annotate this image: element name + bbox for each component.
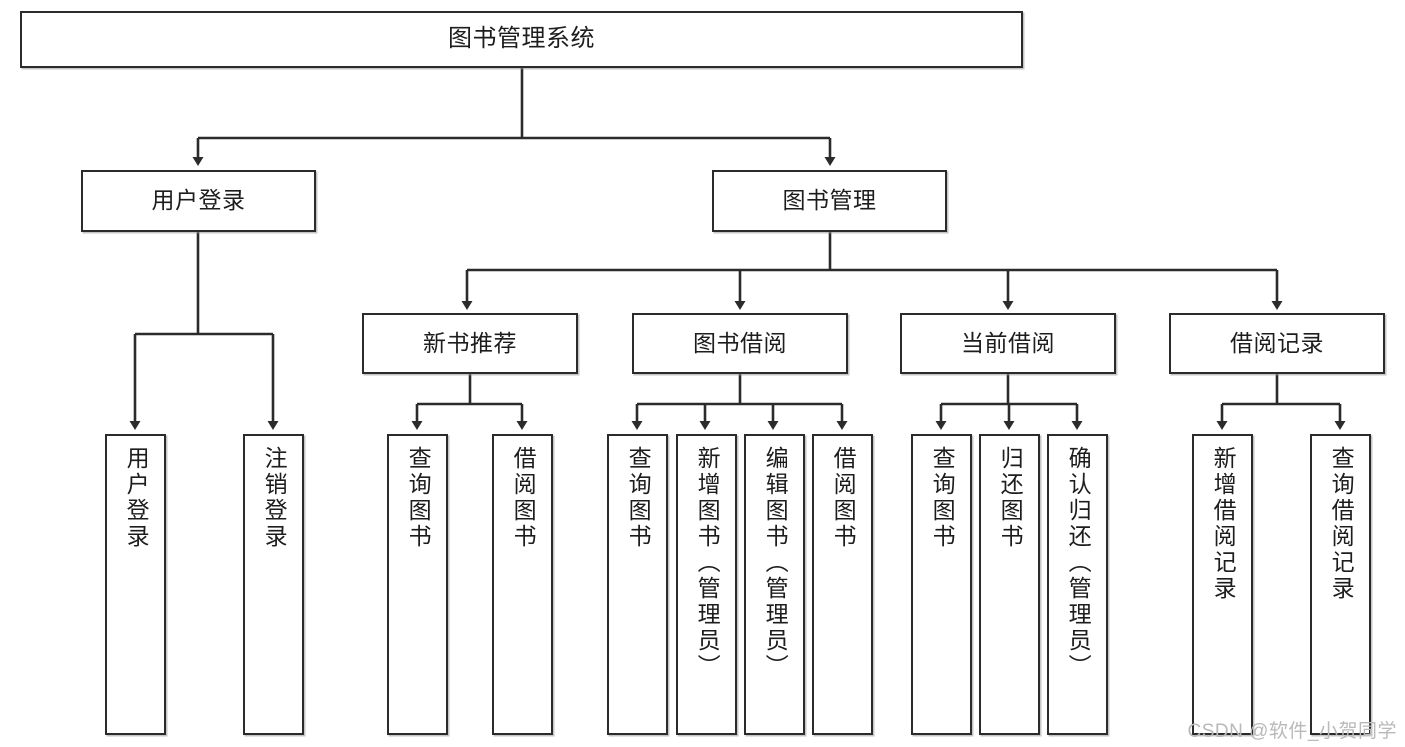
node-leaf-query-book-1-label: 查询图书 bbox=[405, 446, 432, 550]
node-leaf-user-login[interactable]: 用户登录 bbox=[105, 434, 166, 735]
node-root-label: 图书管理系统 bbox=[448, 25, 595, 53]
node-leaf-add-record-label: 新增借阅记录 bbox=[1210, 446, 1237, 602]
node-leaf-edit-book[interactable]: 编辑图书（管理员） bbox=[744, 434, 805, 735]
node-root[interactable]: 图书管理系统 bbox=[20, 11, 1023, 68]
node-leaf-query-book-2-label: 查询图书 bbox=[625, 446, 652, 550]
node-user-login[interactable]: 用户登录 bbox=[81, 170, 316, 232]
node-leaf-confirm-return-label: 确认归还（管理员） bbox=[1065, 446, 1092, 680]
node-leaf-logout-login-label: 注销登录 bbox=[261, 446, 288, 550]
node-borrow-record-label: 借阅记录 bbox=[1230, 329, 1324, 356]
node-leaf-borrow-book-1-label: 借阅图书 bbox=[510, 446, 537, 550]
node-leaf-edit-book-label: 编辑图书（管理员） bbox=[762, 446, 789, 680]
node-leaf-return-book-label: 归还图书 bbox=[997, 446, 1024, 550]
node-leaf-add-book[interactable]: 新增图书（管理员） bbox=[676, 434, 737, 735]
node-new-book-recommend-label: 新书推荐 bbox=[423, 329, 517, 356]
node-leaf-query-book-3-label: 查询图书 bbox=[929, 446, 956, 550]
node-leaf-borrow-book-2[interactable]: 借阅图书 bbox=[812, 434, 873, 735]
node-new-book-recommend[interactable]: 新书推荐 bbox=[362, 313, 578, 374]
node-leaf-borrow-book-1[interactable]: 借阅图书 bbox=[492, 434, 553, 735]
node-current-borrow-label: 当前借阅 bbox=[961, 329, 1055, 356]
node-leaf-add-book-label: 新增图书（管理员） bbox=[694, 446, 721, 680]
watermark: CSDN @软件_小贺同学 bbox=[1187, 721, 1397, 742]
node-leaf-confirm-return[interactable]: 确认归还（管理员） bbox=[1047, 434, 1108, 735]
node-book-borrow[interactable]: 图书借阅 bbox=[632, 313, 848, 374]
node-leaf-query-book-1[interactable]: 查询图书 bbox=[387, 434, 448, 735]
node-leaf-query-book-3[interactable]: 查询图书 bbox=[911, 434, 972, 735]
node-leaf-logout-login[interactable]: 注销登录 bbox=[243, 434, 304, 735]
node-book-borrow-label: 图书借阅 bbox=[693, 329, 787, 356]
node-leaf-query-record[interactable]: 查询借阅记录 bbox=[1310, 434, 1371, 735]
node-leaf-query-record-label: 查询借阅记录 bbox=[1328, 446, 1355, 602]
node-book-management-label: 图书管理 bbox=[782, 187, 877, 214]
node-leaf-add-record[interactable]: 新增借阅记录 bbox=[1192, 434, 1253, 735]
node-leaf-query-book-2[interactable]: 查询图书 bbox=[607, 434, 668, 735]
node-borrow-record[interactable]: 借阅记录 bbox=[1169, 313, 1385, 374]
node-leaf-return-book[interactable]: 归还图书 bbox=[979, 434, 1040, 735]
node-leaf-user-login-label: 用户登录 bbox=[123, 446, 150, 550]
node-user-login-label: 用户登录 bbox=[151, 187, 246, 214]
node-current-borrow[interactable]: 当前借阅 bbox=[900, 313, 1116, 374]
node-leaf-borrow-book-2-label: 借阅图书 bbox=[830, 446, 857, 550]
node-book-management[interactable]: 图书管理 bbox=[712, 170, 947, 232]
